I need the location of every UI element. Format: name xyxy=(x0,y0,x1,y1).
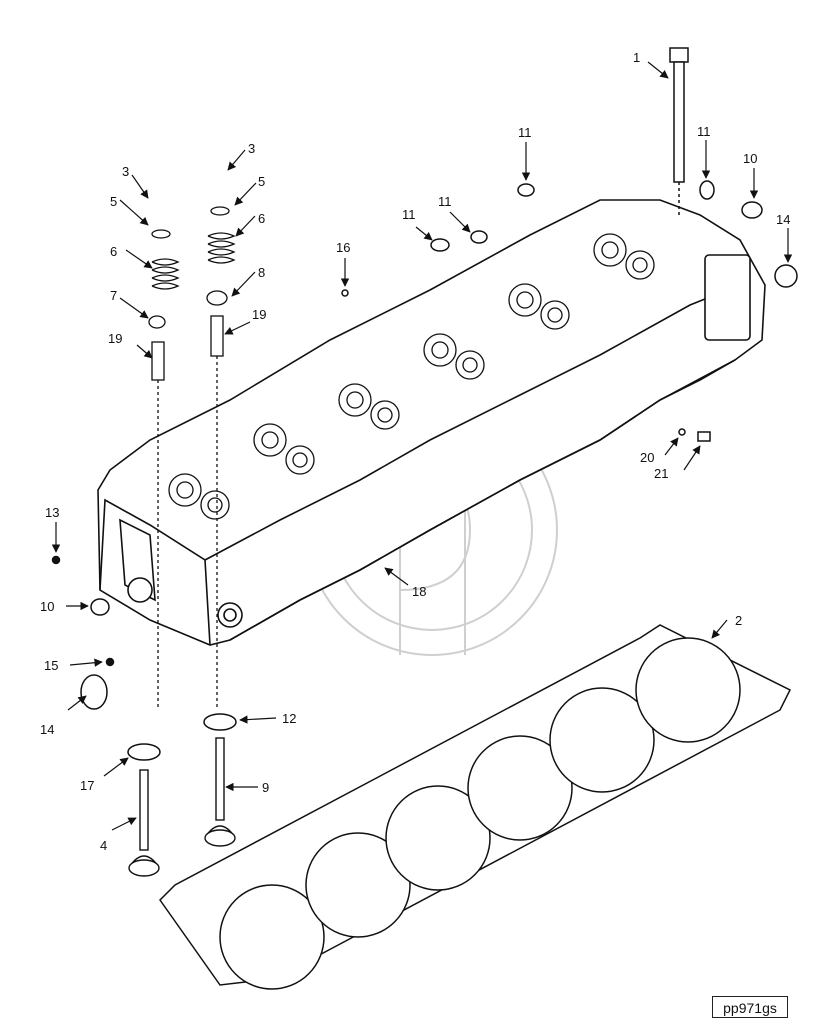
callout-17: 17 xyxy=(80,778,94,793)
callout-14b: 14 xyxy=(776,212,790,227)
callout-5b: 5 xyxy=(258,174,265,189)
callout-15: 15 xyxy=(44,658,58,673)
valve-spring-assembly xyxy=(148,206,236,710)
valve-ports xyxy=(168,233,655,520)
callout-3b: 3 xyxy=(248,141,255,156)
callout-6a: 6 xyxy=(110,244,117,259)
head-gasket xyxy=(159,624,792,990)
o-rings xyxy=(51,180,798,761)
callout-4: 4 xyxy=(100,838,107,853)
callout-11c: 11 xyxy=(402,207,416,222)
callout-9: 9 xyxy=(262,780,269,795)
head-bolt xyxy=(669,47,689,215)
callout-labels: 1 2 3 3 4 5 5 6 6 7 8 9 10 10 11 11 11 1… xyxy=(40,50,790,853)
callout-5a: 5 xyxy=(110,194,117,209)
callout-11a: 11 xyxy=(518,125,532,140)
callout-11d: 11 xyxy=(438,194,452,209)
callout-19a: 19 xyxy=(108,331,122,346)
callout-2: 2 xyxy=(735,613,742,628)
callout-3a: 3 xyxy=(122,164,129,179)
callout-14a: 14 xyxy=(40,722,54,737)
callout-6b: 6 xyxy=(258,211,265,226)
callout-12: 12 xyxy=(282,711,296,726)
callout-11b: 11 xyxy=(697,124,711,139)
callout-19b: 19 xyxy=(252,307,266,322)
callout-10b: 10 xyxy=(743,151,757,166)
leader-lines xyxy=(51,61,793,831)
callout-7: 7 xyxy=(110,288,117,303)
valves xyxy=(128,737,236,877)
callout-21: 21 xyxy=(654,466,668,481)
callout-16: 16 xyxy=(336,240,350,255)
callout-20: 20 xyxy=(640,450,654,465)
cylinder-head xyxy=(97,199,766,646)
callout-13: 13 xyxy=(45,505,59,520)
callout-10a: 10 xyxy=(40,599,54,614)
reference-code-label: pp971gs xyxy=(712,996,788,1018)
callout-8: 8 xyxy=(258,265,265,280)
callout-18: 18 xyxy=(412,584,426,599)
callout-1: 1 xyxy=(633,50,640,65)
